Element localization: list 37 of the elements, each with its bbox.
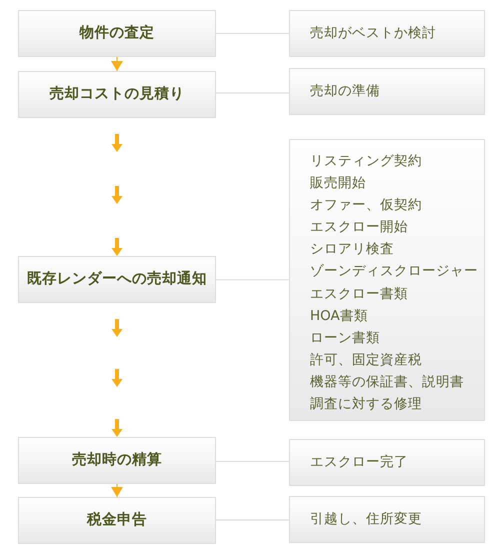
- step-title: 税金申告: [87, 511, 147, 530]
- step-box: [18, 437, 216, 484]
- connector-line: [216, 92, 290, 94]
- checklist-item: ゾーンディスクロージャー: [310, 262, 478, 282]
- step-title: 既存レンダーへの売却通知: [27, 270, 207, 289]
- note-box: [289, 496, 485, 543]
- note-box: [289, 68, 485, 115]
- checklist-item: HOA書類: [310, 306, 368, 326]
- checklist-item: エスクロー開始: [310, 218, 408, 238]
- checklist-item: ローン書類: [310, 328, 380, 348]
- checklist-box: [289, 139, 485, 421]
- step-box: [18, 71, 216, 118]
- step-box: [18, 10, 216, 57]
- step-box: [18, 497, 216, 544]
- connector-line: [216, 461, 290, 462]
- note-text: エスクロー完了: [310, 454, 408, 472]
- checklist-item: 調査に対する修理: [310, 395, 422, 414]
- connector-line: [216, 279, 290, 280]
- step-title: 物件の査定: [80, 24, 154, 43]
- note-text: 売却がベストか検討: [310, 24, 436, 42]
- step-box: [18, 256, 216, 303]
- note-box: [289, 439, 485, 486]
- note-text: 売却の準備: [310, 82, 380, 100]
- note-box: [289, 10, 485, 57]
- note-text: 引越し、住所変更: [310, 510, 422, 528]
- flow-arrow: [111, 484, 123, 498]
- checklist-item: 許可、固定資産税: [310, 350, 422, 370]
- checklist-item: シロアリ検査: [310, 240, 394, 260]
- flow-arrow: [111, 56, 123, 72]
- checklist-item: エスクロー書類: [310, 284, 408, 304]
- step-title: 売却時の精算: [72, 451, 162, 470]
- step-title: 売却コストの見積り: [50, 85, 184, 104]
- checklist-item: オファー、仮契約: [310, 196, 422, 216]
- checklist-item: リスティング契約: [310, 152, 422, 171]
- connector-line: [216, 33, 290, 34]
- checklist-item: 機器等の保証書、説明書: [310, 372, 464, 392]
- checklist-item: 販売開始: [310, 174, 366, 194]
